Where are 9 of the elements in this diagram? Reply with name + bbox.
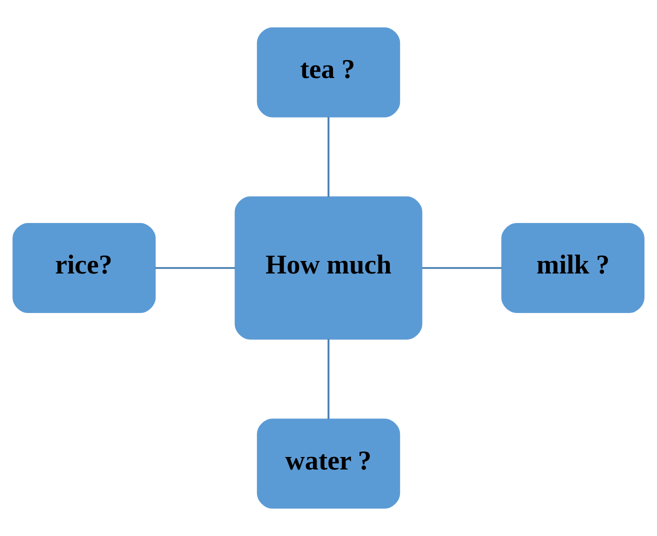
node-box: milk ?	[501, 222, 644, 314]
connector	[328, 338, 330, 420]
node-box: tea ?	[256, 27, 400, 118]
node-box: water ?	[256, 418, 400, 509]
node-box: rice?	[12, 222, 156, 314]
connector	[422, 267, 502, 269]
connector	[328, 116, 330, 198]
node-box: How much	[234, 196, 422, 340]
connector	[155, 267, 236, 269]
